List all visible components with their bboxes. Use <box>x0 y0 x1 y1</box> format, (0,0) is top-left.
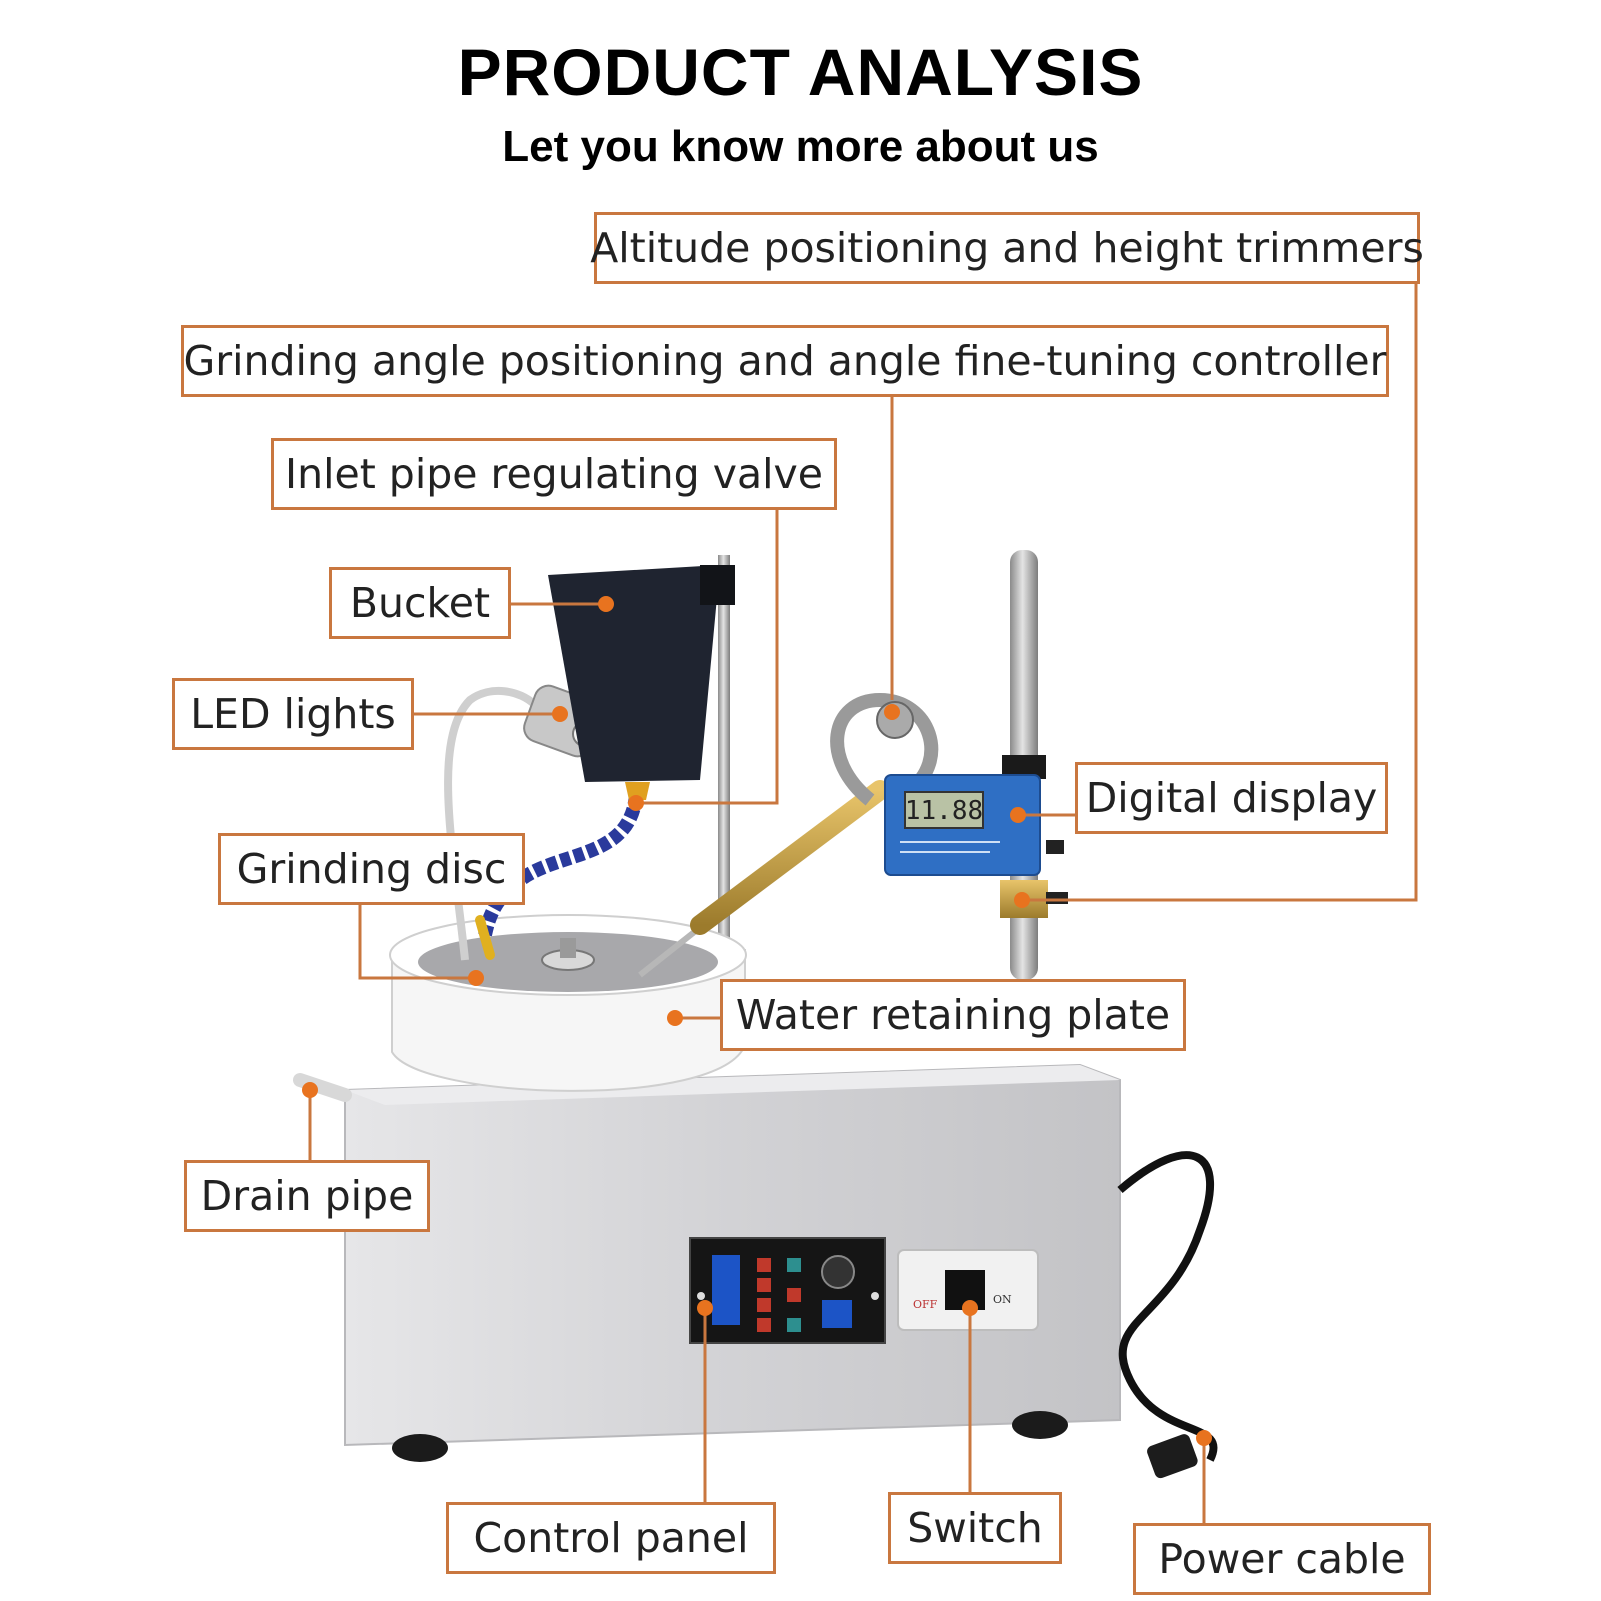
bucket-rod <box>718 555 730 995</box>
callout-dot-plate <box>667 1010 683 1026</box>
callout-lines <box>308 282 1418 1523</box>
power-plug <box>1147 1434 1198 1479</box>
label-grinding-disc: Grinding disc <box>218 833 525 905</box>
label-bucket: Bucket <box>329 567 511 639</box>
callout-dot-cable <box>1196 1430 1212 1446</box>
callout-dot-digital <box>1010 807 1026 823</box>
power-cable-wire <box>1117 1151 1218 1462</box>
switch-on-text: ON <box>993 1293 1012 1306</box>
callout-dots <box>302 596 1212 1446</box>
water-retaining-bowl <box>389 914 747 1092</box>
bucket-device <box>548 565 735 800</box>
power-switch-device: OFF ON <box>897 1249 1039 1331</box>
label-inlet-valve: Inlet pipe regulating valve <box>271 438 837 510</box>
callout-dot-control <box>697 1300 713 1316</box>
callout-dot-valve <box>628 795 644 811</box>
label-switch: Switch <box>888 1492 1062 1564</box>
label-water-plate: Water retaining plate <box>720 979 1186 1051</box>
callout-line-altitude <box>1024 282 1418 902</box>
label-angle-controller: Grinding angle positioning and angle fin… <box>181 325 1389 397</box>
label-led-lights: LED lights <box>172 678 414 750</box>
callout-dot-altitude <box>1014 892 1030 908</box>
label-control-panel: Control panel <box>446 1502 776 1574</box>
label-drain-pipe: Drain pipe <box>184 1160 430 1232</box>
callout-dot-angle <box>884 704 900 720</box>
page-subtitle: Let you know more about us <box>502 122 1099 171</box>
switch-off-text: OFF <box>913 1298 938 1311</box>
grinding-arm <box>638 692 939 978</box>
callout-line-disc <box>358 904 475 980</box>
hose-nozzle <box>475 915 495 960</box>
label-power-cable: Power cable <box>1133 1523 1431 1595</box>
callout-dot-led <box>552 706 568 722</box>
control-panel-device <box>689 1237 886 1344</box>
callout-dot-disc <box>468 970 484 986</box>
digital-display-device: 11.88 <box>884 774 1041 876</box>
callout-dot-bucket <box>598 596 614 612</box>
label-digital-display: Digital display <box>1075 762 1388 834</box>
callout-line-valve <box>640 510 779 805</box>
callout-dot-switch <box>962 1300 978 1316</box>
display-reading: 11.88 <box>905 796 983 826</box>
callout-dot-drain <box>302 1082 318 1098</box>
label-altitude-trimmers: Altitude positioning and height trimmers <box>590 212 1424 284</box>
height-column <box>1000 550 1068 980</box>
page-title: PRODUCT ANALYSIS <box>457 35 1144 109</box>
